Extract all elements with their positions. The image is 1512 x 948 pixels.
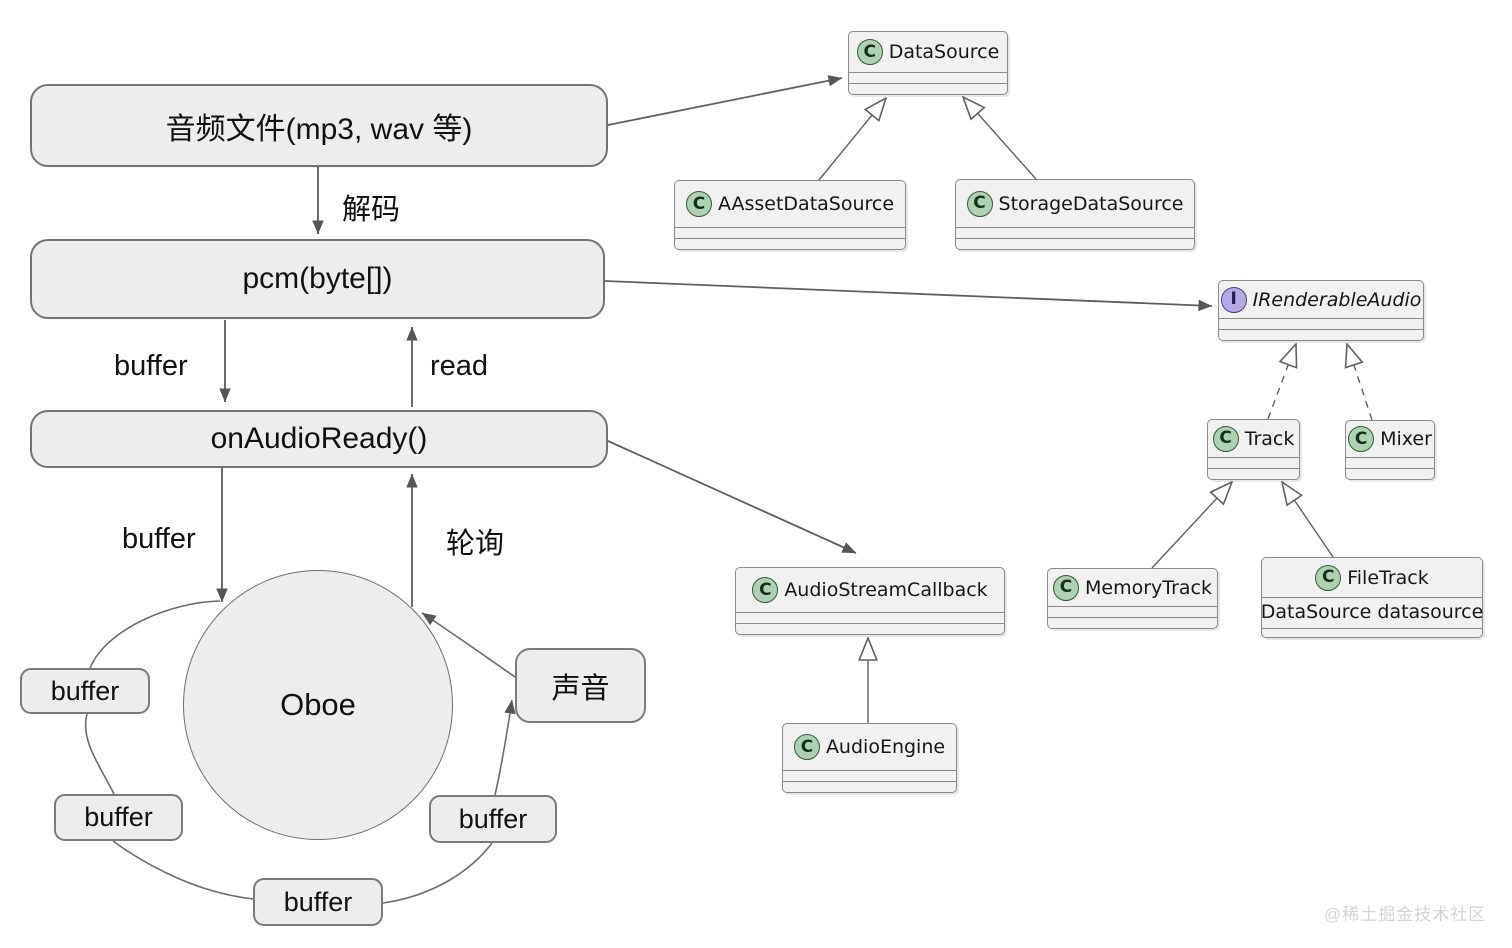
implements-mixer-irenderableaudio — [1347, 344, 1373, 421]
class-name: FileTrack — [1347, 566, 1429, 589]
edge-label-decode: 解码 — [342, 194, 401, 226]
class-icon: C — [1315, 564, 1342, 591]
methods-compartment — [1219, 329, 1423, 340]
extends-aassetdatasource-datasource — [818, 98, 886, 181]
node-audio-file-label: 音频文件(mp3, wav 等) — [165, 112, 473, 146]
class-icon: C — [685, 191, 712, 217]
node-sound: 声音 — [515, 648, 646, 723]
node-on-audio-ready-label: onAudioReady() — [210, 422, 428, 455]
arrow-buffer-right-to-sound — [494, 699, 516, 796]
node-oboe: Oboe — [183, 570, 453, 840]
buffer-label: buffer — [458, 803, 528, 834]
edge-label-read: read — [430, 350, 489, 382]
edge-label-buffer-top: buffer — [114, 350, 188, 382]
interface-icon: I — [1220, 286, 1247, 313]
field-datasource: DataSource datasource — [1260, 601, 1484, 623]
fields-compartment — [1208, 457, 1299, 468]
class-icon: C — [1212, 425, 1239, 452]
node-buffer-left: buffer — [20, 668, 150, 714]
node-oboe-label: Oboe — [280, 687, 356, 722]
node-buffer-mid-left: buffer — [54, 794, 183, 841]
class-icon: C — [1053, 574, 1079, 601]
node-on-audio-ready: onAudioReady() — [30, 410, 608, 468]
buffer-label: buffer — [283, 886, 353, 917]
class-icon: C — [793, 734, 820, 760]
methods-compartment — [675, 238, 905, 249]
curve-buffer-left-to-mid — [84, 713, 115, 795]
fields-compartment: DataSource datasource — [1260, 597, 1484, 628]
class-name: AudioStreamCallback — [784, 579, 988, 601]
methods-compartment — [1346, 468, 1434, 479]
methods-compartment — [1048, 617, 1217, 628]
watermark: @稀土掘金技术社区 — [1324, 905, 1487, 924]
fields-compartment — [783, 770, 956, 781]
class-name: AAssetDataSource — [717, 193, 895, 215]
class-icon: C — [856, 39, 883, 65]
methods-compartment — [1208, 468, 1299, 479]
arrow-audiofile-to-datasource — [607, 75, 843, 126]
node-buffer-bottom: buffer — [253, 878, 383, 926]
fields-compartment — [1048, 606, 1217, 617]
fields-compartment — [1219, 318, 1423, 329]
arrow-onaudioready-to-audiostreamcallback — [607, 440, 857, 554]
class-icon: C — [966, 190, 993, 217]
methods-compartment — [849, 83, 1007, 94]
methods-compartment — [1262, 628, 1482, 637]
class-icon: C — [752, 577, 779, 603]
buffer-label: buffer — [50, 675, 120, 706]
buffer-label: buffer — [84, 802, 153, 832]
node-pcm: pcm(byte[]) — [30, 239, 605, 319]
class-memorytrack: C MemoryTrack — [1047, 568, 1218, 629]
fields-compartment — [1346, 457, 1434, 468]
extends-memorytrack-track — [1151, 482, 1232, 569]
fields-compartment — [849, 72, 1007, 83]
class-name: StorageDataSource — [998, 192, 1184, 215]
extends-filetrack-track — [1282, 482, 1334, 558]
node-pcm-label: pcm(byte[]) — [242, 262, 393, 295]
methods-compartment — [956, 238, 1194, 249]
class-name: Mixer — [1380, 428, 1432, 450]
arrow-pcm-to-irenderableaudio — [604, 280, 1213, 312]
curve-buffer-bottom-to-right — [382, 842, 493, 904]
interface-name: IRenderableAudio — [1252, 288, 1422, 311]
implements-track-irenderableaudio — [1267, 344, 1296, 420]
class-name: AudioEngine — [825, 736, 946, 758]
fields-compartment — [675, 227, 905, 238]
class-icon: C — [1348, 426, 1375, 452]
edge-label-buffer-lower: buffer — [122, 523, 196, 555]
class-name: MemoryTrack — [1085, 576, 1212, 599]
methods-compartment — [736, 623, 1004, 634]
curve-buffer-mid-to-bottom — [112, 840, 254, 900]
node-audio-file: 音频文件(mp3, wav 等) — [30, 84, 608, 167]
methods-compartment — [783, 781, 956, 792]
class-name: DataSource — [888, 41, 1000, 63]
fields-compartment — [956, 227, 1194, 238]
node-buffer-right: buffer — [429, 795, 557, 843]
class-name: Track — [1244, 427, 1295, 450]
extends-storagedatasource-datasource — [963, 97, 1037, 180]
edge-label-poll: 轮询 — [446, 528, 505, 560]
fields-compartment — [736, 612, 1004, 623]
node-sound-label: 声音 — [551, 672, 610, 705]
